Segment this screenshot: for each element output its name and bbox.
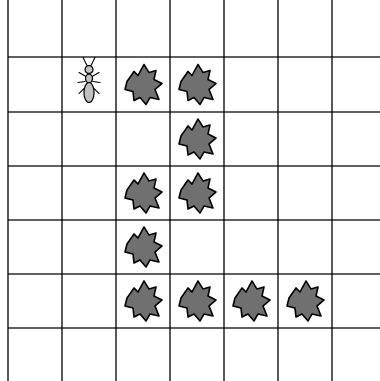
grid-cell-r0-c4[interactable]: [224, 0, 278, 57]
grid-cell-r2-c1[interactable]: [62, 112, 116, 166]
grid-cell-r5-c1[interactable]: [62, 274, 116, 328]
grid-cell-r0-c3[interactable]: [170, 0, 224, 57]
grid-cell-r2-c0[interactable]: [8, 112, 62, 166]
grid-cell-r2-c5[interactable]: [278, 112, 332, 166]
grid-cell-r4-c6[interactable]: [332, 220, 380, 274]
grid-cell-r0-c6[interactable]: [332, 0, 380, 57]
grid-cell-r5-c6[interactable]: [332, 274, 380, 328]
grid-cell-r6-c3[interactable]: [170, 328, 224, 381]
grid-cell-r6-c2[interactable]: [116, 328, 170, 381]
grid-cell-r3-c6[interactable]: [332, 166, 380, 220]
grid-cell-r6-c6[interactable]: [332, 328, 380, 381]
grid-cell-r1-c5[interactable]: [278, 57, 332, 112]
grid-cell-r1-c0[interactable]: [8, 57, 62, 112]
grid-cell-r6-c0[interactable]: [8, 328, 62, 381]
grid-cell-r3-c5[interactable]: [278, 166, 332, 220]
grid-cell-r6-c1[interactable]: [62, 328, 116, 381]
grid-cell-r1-c4[interactable]: [224, 57, 278, 112]
grid-cell-r0-c0[interactable]: [8, 0, 62, 57]
grid-cell-r1-c6[interactable]: [332, 57, 380, 112]
grid-cell-r6-c4[interactable]: [224, 328, 278, 381]
grid-cell-r4-c1[interactable]: [62, 220, 116, 274]
grid-cell-r2-c2[interactable]: [116, 112, 170, 166]
grid-cell-r3-c1[interactable]: [62, 166, 116, 220]
grid-cell-r2-c6[interactable]: [332, 112, 380, 166]
grid-cell-r5-c0[interactable]: [8, 274, 62, 328]
grid-cell-r4-c0[interactable]: [8, 220, 62, 274]
grid-cell-r3-c0[interactable]: [8, 166, 62, 220]
grid-cell-r0-c1[interactable]: [62, 0, 116, 57]
grid-cell-r4-c4[interactable]: [224, 220, 278, 274]
grid-cell-r4-c5[interactable]: [278, 220, 332, 274]
grid-cell-r0-c2[interactable]: [116, 0, 170, 57]
grid-cell-r6-c5[interactable]: [278, 328, 332, 381]
grid-cell-r4-c3[interactable]: [170, 220, 224, 274]
grid-cell-r0-c5[interactable]: [278, 0, 332, 57]
grid-cell-r3-c4[interactable]: [224, 166, 278, 220]
grid-cell-r2-c4[interactable]: [224, 112, 278, 166]
